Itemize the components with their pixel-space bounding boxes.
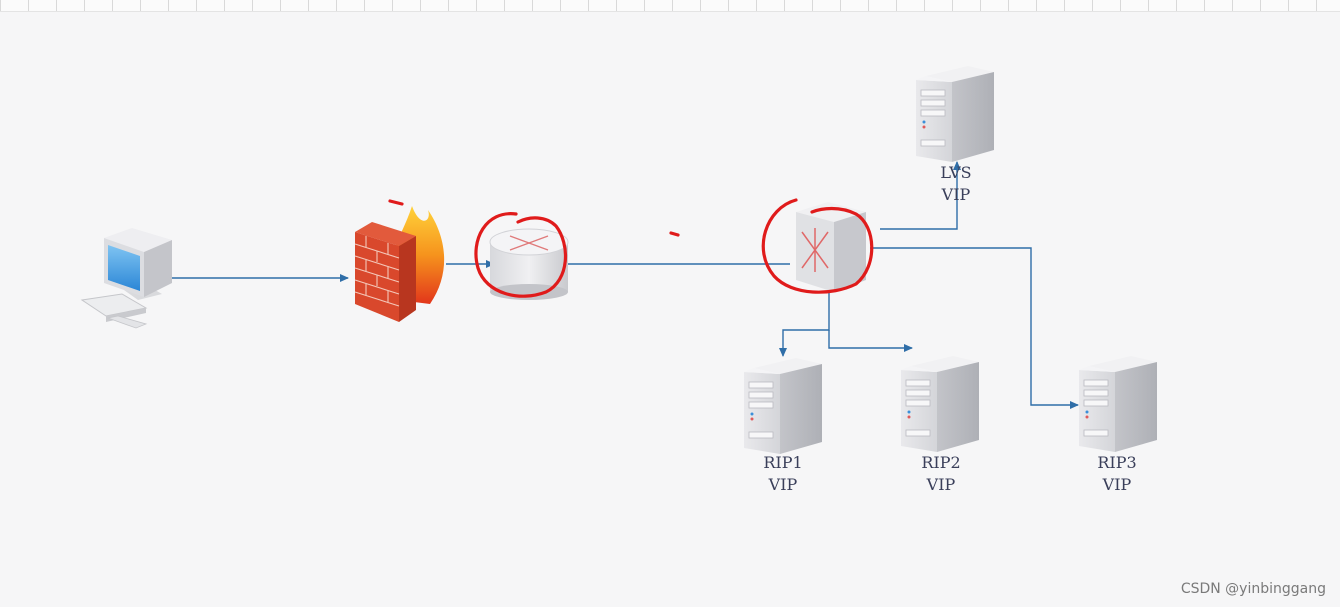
server-icon xyxy=(916,65,995,163)
lvs-vip: VIP xyxy=(941,185,971,204)
rip1-label: RIP1 VIP xyxy=(743,452,823,496)
lvs-name: LVS xyxy=(940,163,972,182)
connector-switch-rip3 xyxy=(870,247,1079,409)
rip2-label: RIP2 VIP xyxy=(901,452,981,496)
server-icon xyxy=(744,357,823,455)
annotation-dot xyxy=(669,231,680,237)
lvs-label: LVS VIP xyxy=(916,162,996,206)
rip3-vip: VIP xyxy=(1102,475,1132,494)
top-ruler xyxy=(0,0,1340,12)
connector-switch-rip1 xyxy=(779,290,830,357)
rip2-vip: VIP xyxy=(926,475,956,494)
router-highlight-circle xyxy=(474,212,568,298)
router-icon xyxy=(489,228,569,300)
rip1-vip: VIP xyxy=(768,475,798,494)
switch-icon xyxy=(796,202,866,292)
connector-switch-lvs xyxy=(880,161,961,230)
server-icon xyxy=(1079,355,1158,453)
switch-highlight-circle xyxy=(761,198,874,294)
watermark: CSDN @yinbinggang xyxy=(1180,581,1326,597)
firewall-icon xyxy=(354,206,445,322)
rip2-name: RIP2 xyxy=(921,453,961,472)
rip3-name: RIP3 xyxy=(1097,453,1137,472)
connectors xyxy=(172,161,1079,409)
server-icon xyxy=(901,355,980,453)
rip1-name: RIP1 xyxy=(763,453,803,472)
rip3-label: RIP3 VIP xyxy=(1077,452,1157,496)
annotation-dash xyxy=(388,199,404,206)
computer-icon xyxy=(80,228,172,329)
connector-switch-rip2 xyxy=(828,330,913,352)
annotation-marks xyxy=(388,198,874,298)
